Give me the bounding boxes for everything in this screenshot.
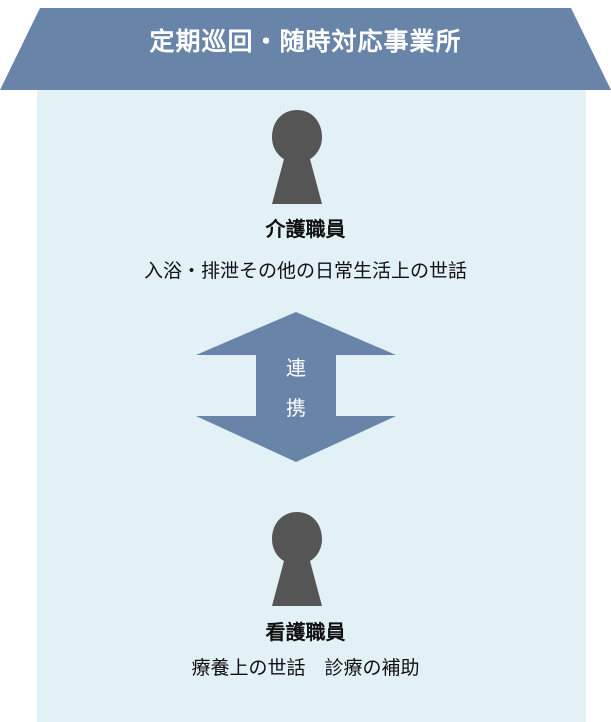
care-staff-title: 介護職員: [265, 217, 346, 241]
double-arrow-icon: [196, 312, 396, 462]
cooperation-label-1: 連: [286, 356, 306, 380]
roof-banner: [0, 8, 611, 90]
nursing-staff-description: 療養上の世話 診療の補助: [191, 657, 420, 679]
nursing-staff-person-icon: [272, 512, 322, 606]
nursing-staff-title: 看護職員: [265, 620, 346, 644]
cooperation-label-2: 携: [286, 396, 306, 420]
office-title: 定期巡回・随時対応事業所: [149, 27, 462, 56]
care-staff-person-icon: [272, 110, 322, 204]
care-staff-description: 入浴・排泄その他の日常生活上の世話: [143, 260, 467, 282]
